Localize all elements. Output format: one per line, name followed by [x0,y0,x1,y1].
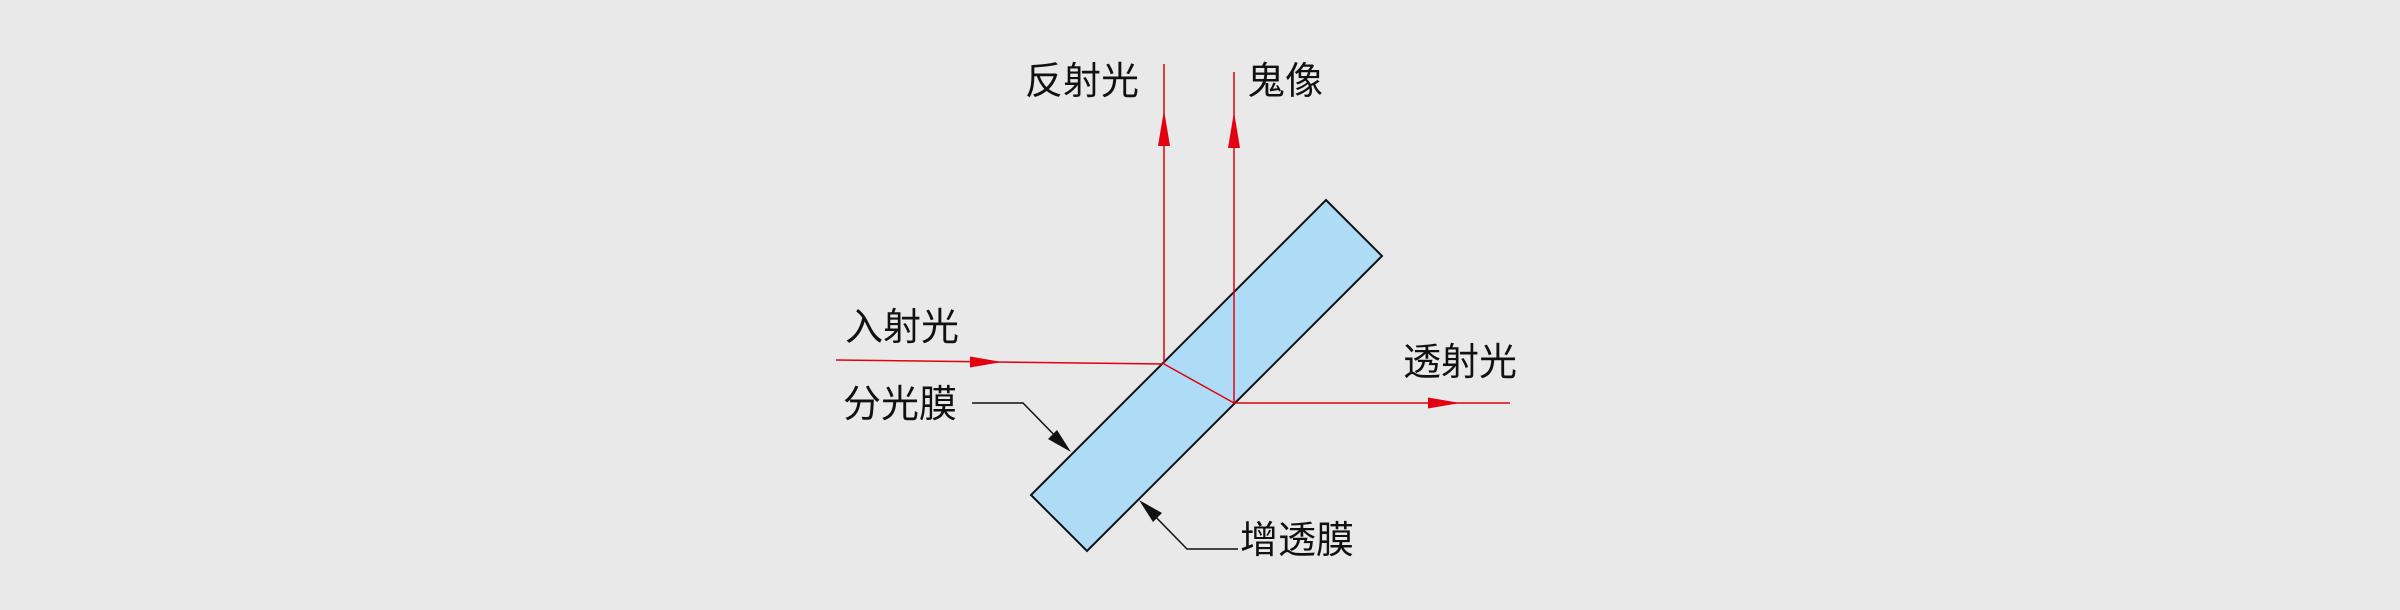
refracted-ray-inside-plate [1163,363,1235,404]
ar-coating-label: 增透膜 [1240,518,1354,562]
ar-coating-leader [1145,506,1238,550]
ghost-image-label: 鬼像 [1247,59,1323,103]
beam-split-coating-leader [972,402,1065,446]
reflected-light-label: 反射光 [1025,59,1139,103]
reflected-ray-arrowhead [1158,110,1170,146]
ar-coating-arrowhead [1139,500,1162,522]
beam-split-coating-label: 分光膜 [843,382,957,426]
beam-splitter-plate [1029,198,1384,553]
incident-ray-arrowhead [970,356,1002,368]
transmitted-ray-arrowhead [1428,397,1460,409]
transmitted-light-label: 透射光 [1403,340,1517,384]
incident-light-label: 入射光 [845,305,959,349]
ghost-ray-arrowhead [1228,112,1240,148]
beam-split-coating-arrowhead [1048,430,1071,452]
